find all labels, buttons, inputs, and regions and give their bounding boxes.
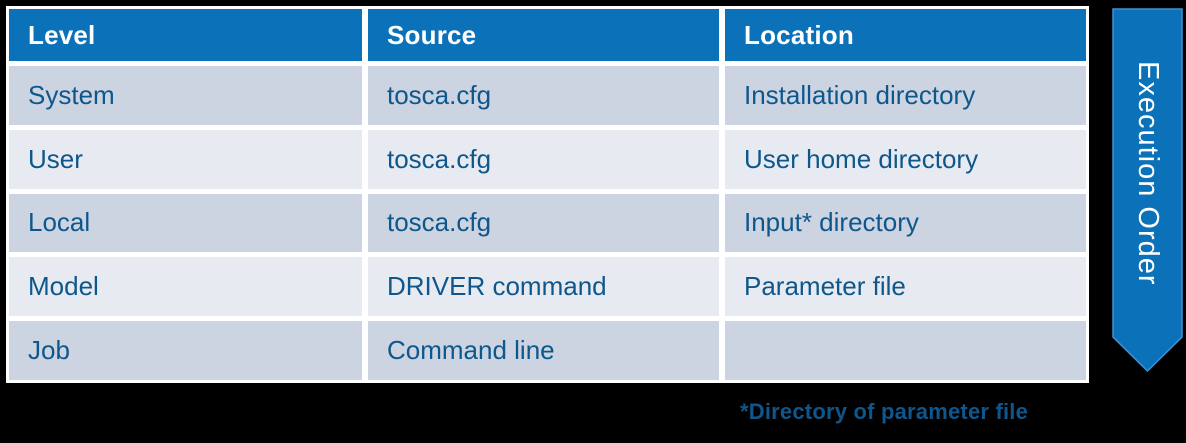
table-cell: tosca.cfg bbox=[368, 129, 719, 189]
banner-label: Execution Order bbox=[1132, 61, 1164, 286]
table-cell: Command line bbox=[368, 321, 719, 380]
banner-label-wrap: Execution Order bbox=[1112, 8, 1183, 339]
table-cell: DRIVER command bbox=[368, 257, 719, 317]
table-cell: Input* directory bbox=[725, 193, 1086, 253]
table-cell bbox=[725, 321, 1086, 380]
table-cell: User home directory bbox=[725, 129, 1086, 189]
column-header-level: Level bbox=[9, 9, 362, 61]
table-cell: User bbox=[9, 129, 362, 189]
table-cell: System bbox=[9, 66, 362, 125]
execution-order-banner: Execution Order bbox=[1112, 8, 1183, 373]
footnote-text: *Directory of parameter file bbox=[740, 399, 1029, 424]
table-cell: tosca.cfg bbox=[368, 66, 719, 125]
column-header-location: Location bbox=[725, 9, 1086, 61]
column-header-source: Source bbox=[368, 9, 719, 61]
table-cell: Parameter file bbox=[725, 257, 1086, 317]
table-cell: Job bbox=[9, 321, 362, 380]
table-cell: Local bbox=[9, 193, 362, 253]
table-cell: Installation directory bbox=[725, 66, 1086, 125]
down-arrow-icon bbox=[1112, 8, 1183, 373]
table-cell: Model bbox=[9, 257, 362, 317]
table-cell: tosca.cfg bbox=[368, 193, 719, 253]
